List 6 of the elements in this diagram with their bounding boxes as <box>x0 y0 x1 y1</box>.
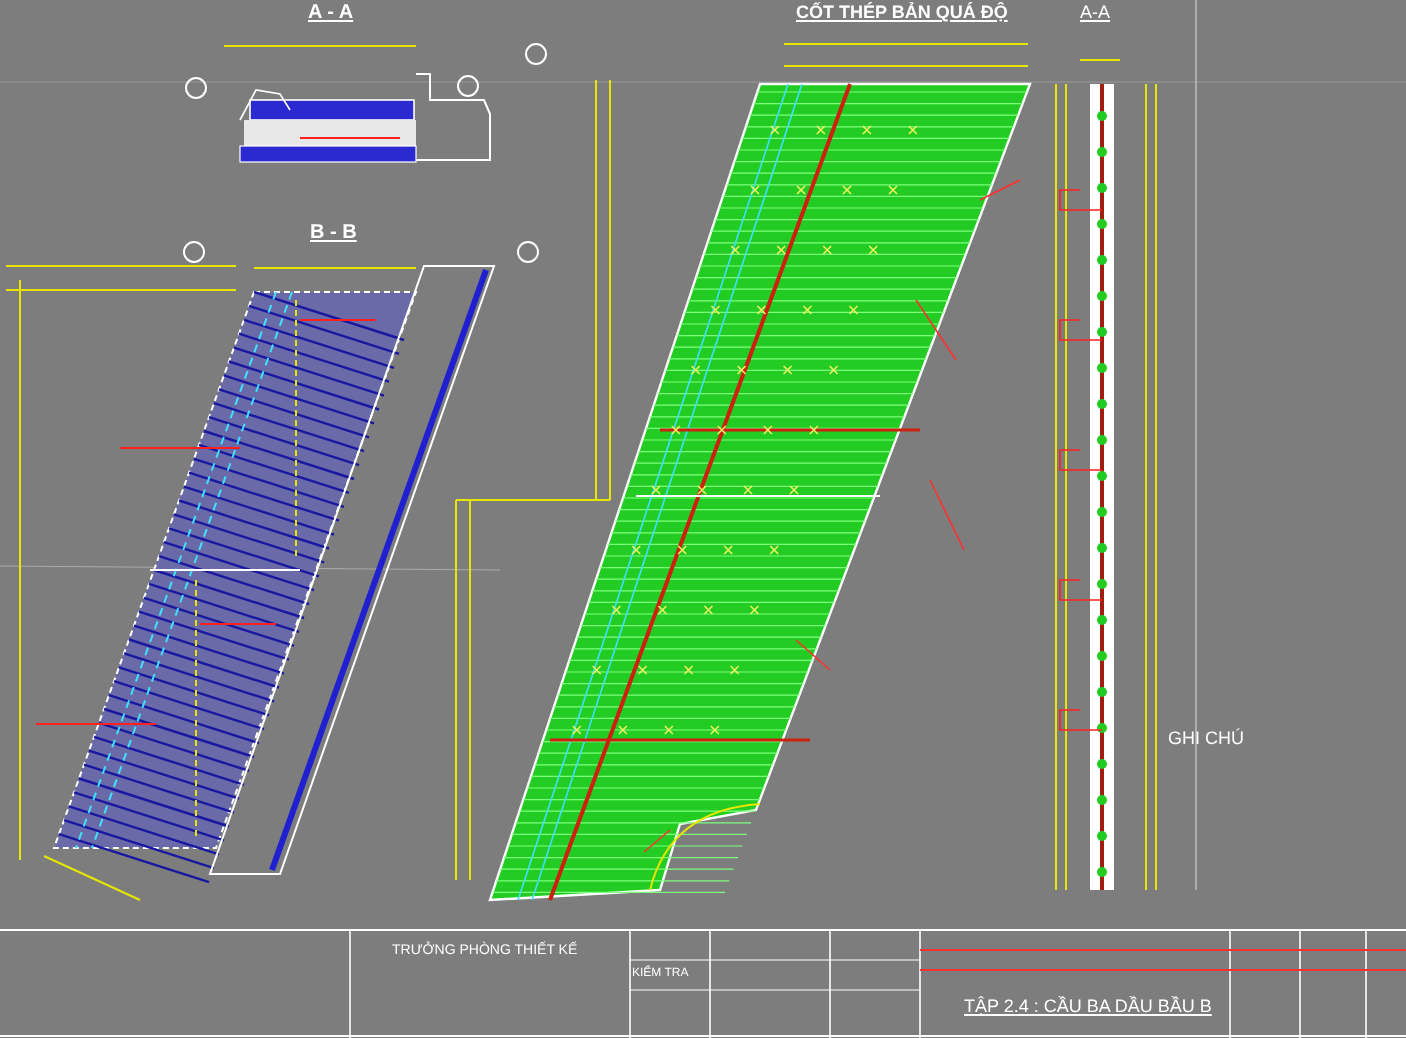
section-title: B - B <box>310 224 357 244</box>
note-heading: GHI CHÚ <box>1168 730 1244 748</box>
section-title: A - A <box>308 4 354 24</box>
title-block-text: TẬP 2.4 : CẦU BA DẦU BẦU B <box>964 998 1212 1016</box>
drawing-title: CỐT THÉP BẢN QUÁ ĐỘ <box>796 4 1008 22</box>
section-title: A-A <box>1080 4 1111 22</box>
